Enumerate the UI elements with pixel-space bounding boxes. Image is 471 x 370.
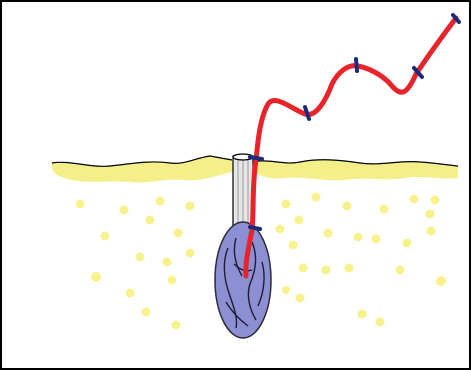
- porous-cup-body: [215, 222, 271, 338]
- porous-cup: [215, 222, 271, 338]
- soil-particle: [345, 264, 354, 273]
- soil-particle: [136, 253, 145, 262]
- soil-particle: [168, 276, 177, 285]
- soil-particle: [343, 202, 352, 211]
- soil-particle: [91, 272, 101, 282]
- soil-particle: [296, 294, 305, 303]
- soil-particle: [396, 266, 405, 275]
- soil-particle: [172, 321, 181, 330]
- soil-particle: [426, 210, 435, 219]
- soil-particle: [186, 202, 195, 211]
- soil-particle: [282, 286, 290, 294]
- wire-clip: [250, 227, 260, 229]
- access-tube: [233, 154, 253, 232]
- soil-particle: [289, 241, 298, 250]
- soil-particle: [436, 276, 446, 286]
- soil-particle: [322, 266, 331, 275]
- soil-particle: [156, 197, 165, 206]
- soil-particle: [295, 216, 304, 225]
- wire-clip: [356, 59, 357, 71]
- soil-particle: [146, 216, 155, 225]
- soil-particle: [376, 318, 385, 327]
- soil-particle: [324, 229, 333, 238]
- soil-particle: [380, 205, 389, 214]
- soil-particle: [312, 193, 321, 202]
- soil-particle: [354, 233, 363, 242]
- soil-particle: [282, 200, 291, 209]
- soil-particle: [120, 206, 129, 215]
- soil-particle: [410, 195, 419, 204]
- soil-particle: [186, 249, 195, 258]
- soil-particle: [174, 229, 183, 238]
- soil-particle: [276, 225, 285, 234]
- soil-particle: [163, 258, 172, 267]
- soil-particle: [431, 196, 440, 205]
- soil-particle: [126, 289, 135, 298]
- soil-particle: [427, 227, 436, 236]
- wire-clip: [250, 157, 262, 159]
- soil-particle: [372, 235, 381, 244]
- soil-particle: [299, 264, 308, 273]
- soil-particle: [403, 239, 412, 248]
- soil-particle: [358, 310, 367, 319]
- soil-particle: [76, 200, 85, 209]
- soil-particle: [101, 232, 110, 241]
- soil-particle: [142, 308, 151, 317]
